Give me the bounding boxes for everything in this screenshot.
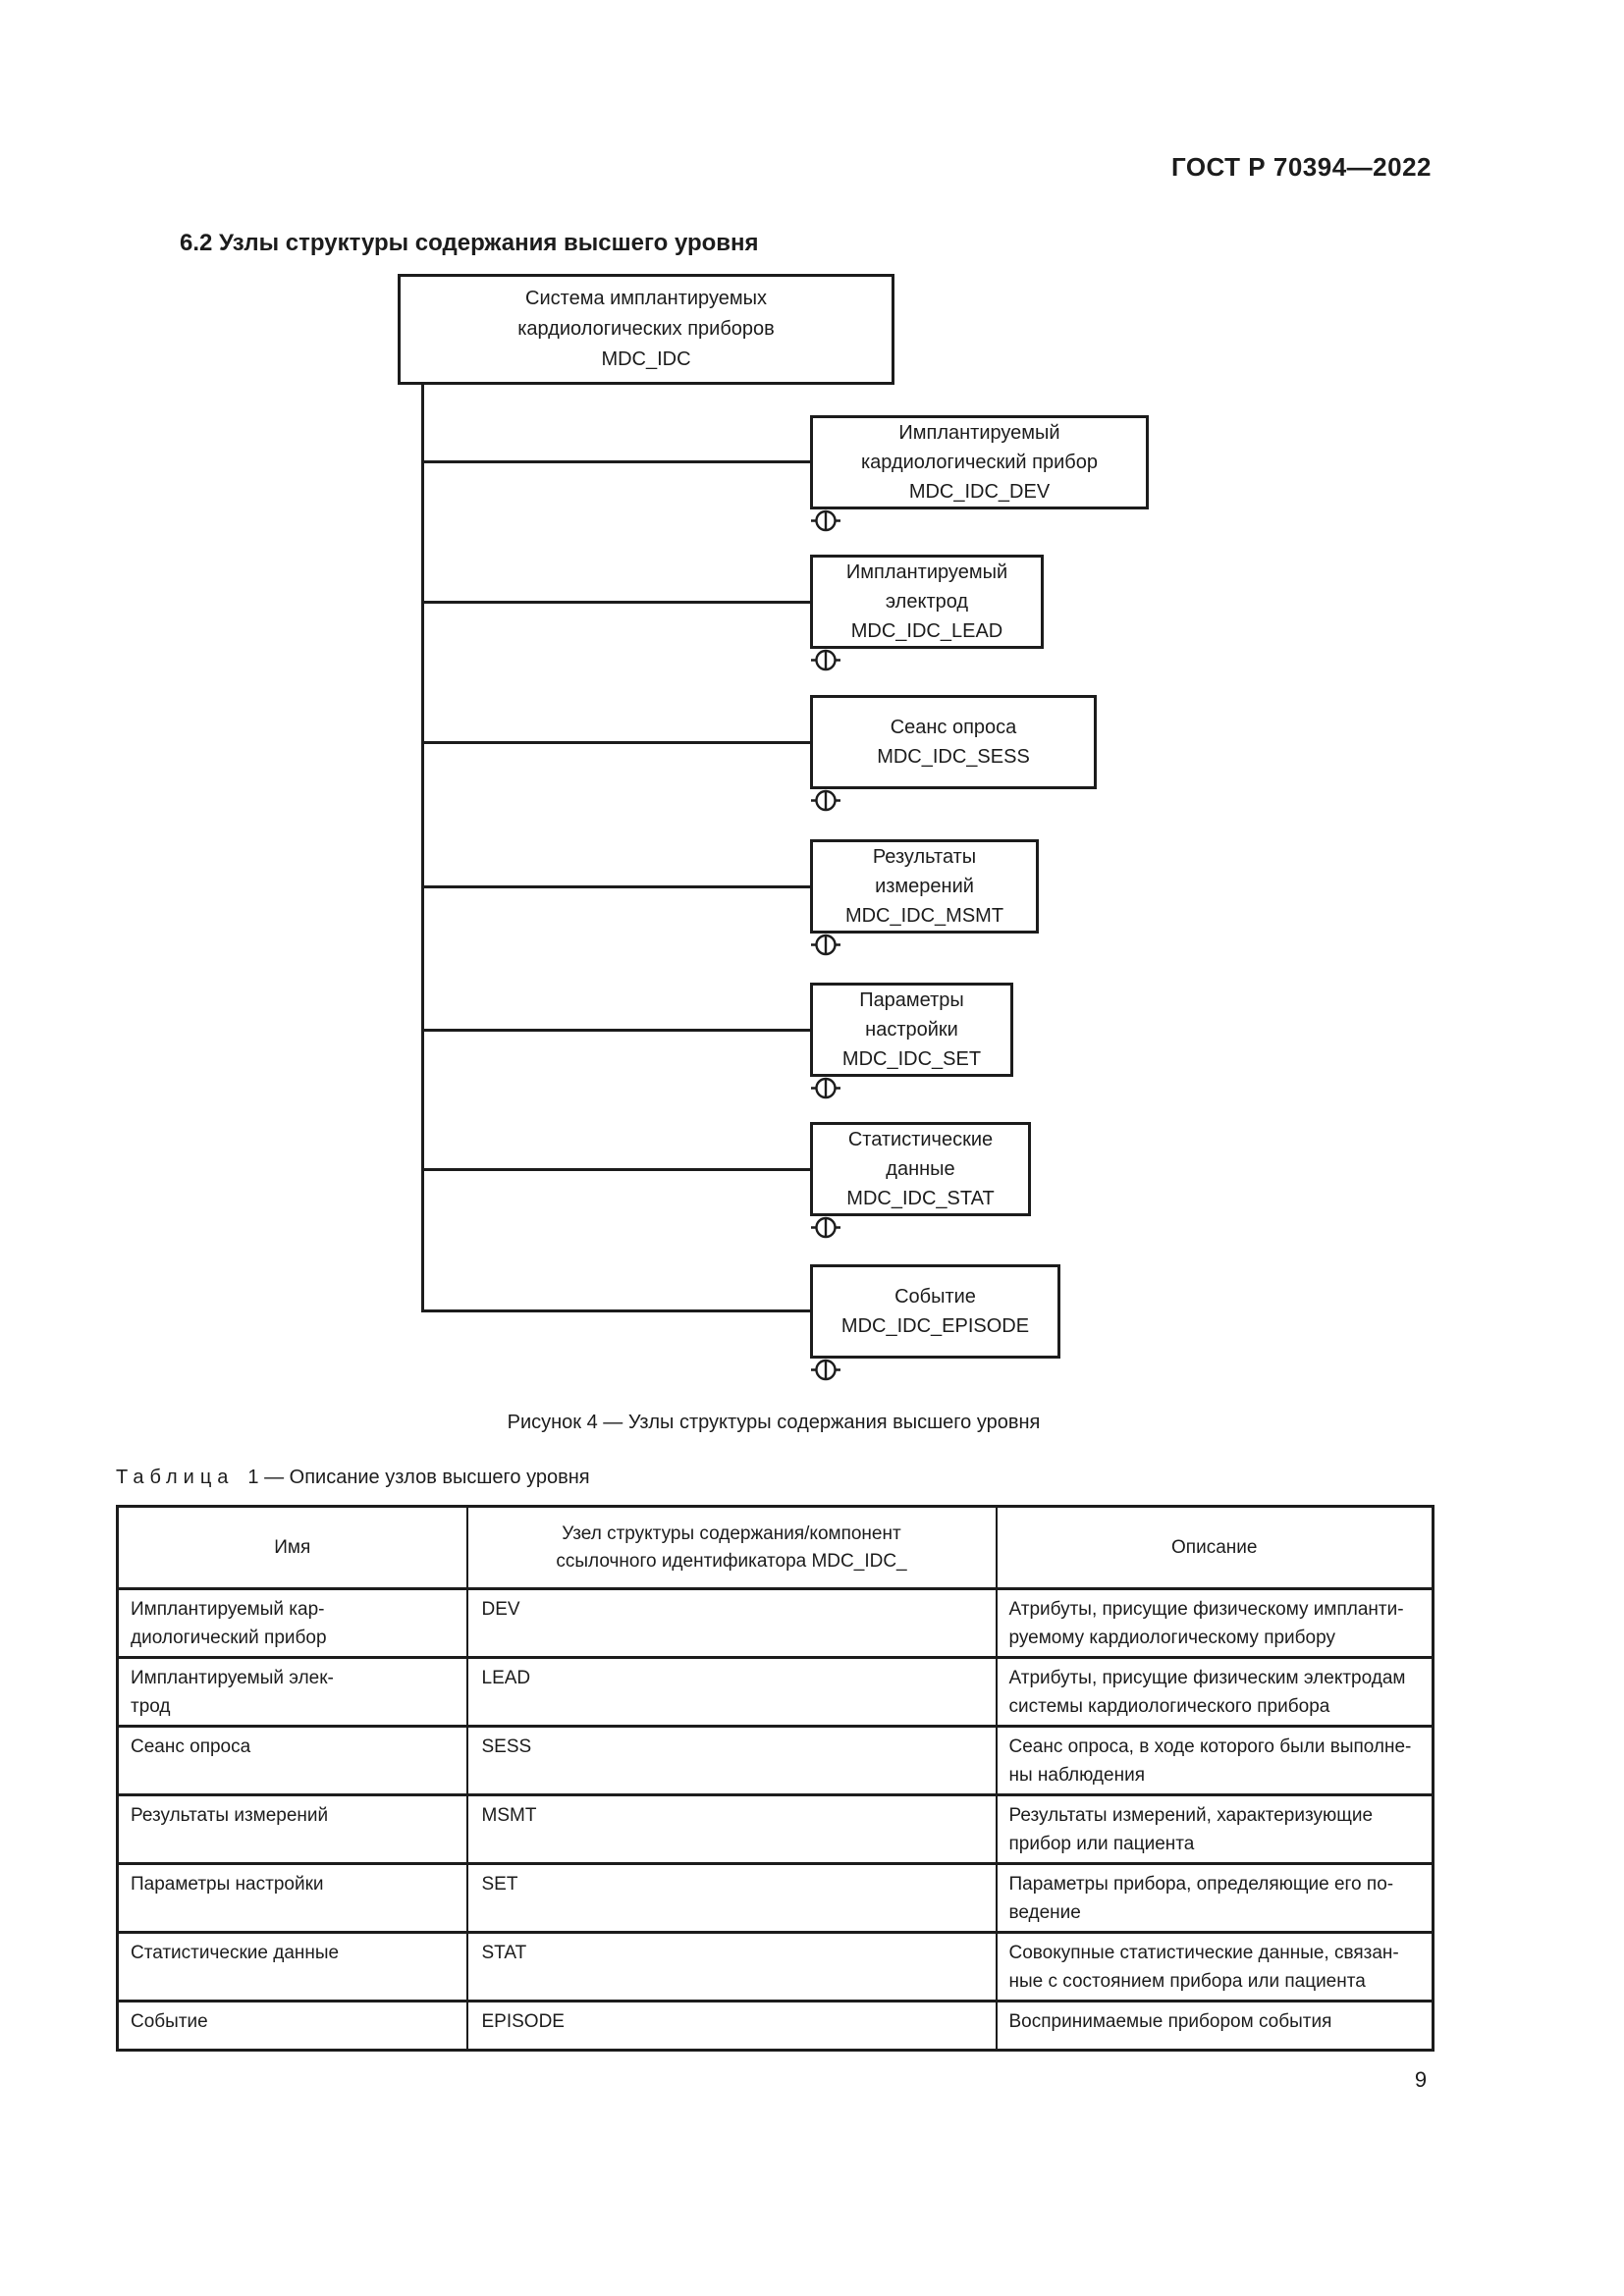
connector-branch-line: [421, 741, 810, 744]
figure-diagram: Система имплантируемых кардиологических …: [398, 274, 1149, 1381]
diagram-node-dev: Имплантируемый кардиологический прибор M…: [810, 415, 1149, 509]
diagram-node-set: Параметры настройки MDC_IDC_SET: [810, 983, 1013, 1077]
column-header-node: Узел структуры содержания/компонент ссыл…: [465, 1505, 998, 1590]
connector-branch-line: [421, 1309, 810, 1312]
table-row-lead: Имплантируемый элек- трод LEAD Атрибуты,…: [116, 1656, 1435, 1728]
aggregation-plus-icon: [811, 509, 840, 532]
description-table: Имя Узел структуры содержания/компонент …: [116, 1505, 1435, 2052]
column-header-description: Описание: [995, 1505, 1435, 1590]
name-cell: Имплантируемый кар- диологический прибор: [116, 1587, 468, 1659]
description-cell: Атрибуты, присущие физическим электродам…: [995, 1656, 1435, 1728]
aggregation-plus-icon: [811, 1359, 840, 1381]
diagram-node-lead: Имплантируемый электрод MDC_IDC_LEAD: [810, 555, 1044, 649]
aggregation-plus-icon: [811, 934, 840, 956]
node-name: Событие: [894, 1286, 976, 1308]
diagram-node-msmt: Результаты измерений MDC_IDC_MSMT: [810, 839, 1039, 934]
table-caption-text: 1 — Описание узлов высшего уровня: [247, 1467, 590, 1488]
table-row-dev: Имплантируемый кар- диологический прибор…: [116, 1587, 1435, 1659]
node-cell: LEAD: [465, 1656, 998, 1728]
section-title: 6.2 Узлы структуры содержания высшего ур…: [180, 230, 759, 256]
aggregation-plus-icon: [811, 789, 840, 812]
name-cell: Сеанс опроса: [116, 1725, 468, 1796]
table-row-msmt: Результаты измерений MSMT Результаты изм…: [116, 1793, 1435, 1865]
node-code: MDC_IDC_MSMT: [844, 905, 1004, 927]
node-code: MDC_IDC_LEAD: [850, 620, 1003, 642]
name-cell: Статистические данные: [116, 1931, 468, 2002]
description-cell: Атрибуты, присущие физическому импланти-…: [995, 1587, 1435, 1659]
diagram-node-stat: Статистические данные MDC_IDC_STAT: [810, 1122, 1031, 1216]
node-cell: SESS: [465, 1725, 998, 1796]
name-cell: Результаты измерений: [116, 1793, 468, 1865]
connector-branch-line: [421, 885, 810, 888]
table-row-episode: Событие EPISODE Воспринимаемые прибором …: [116, 2000, 1435, 2052]
description-cell: Результаты измерений, характеризующие пр…: [995, 1793, 1435, 1865]
node-name: Статистические данные: [847, 1129, 994, 1180]
description-cell: Воспринимаемые прибором события: [995, 2000, 1435, 2052]
connector-branch-line: [421, 1168, 810, 1171]
page-number: 9: [1414, 2067, 1428, 2092]
node-code: MDC_IDC_STAT: [846, 1188, 995, 1209]
table-row-set: Параметры настройки SET Параметры прибор…: [116, 1862, 1435, 1934]
node-cell: EPISODE: [465, 2000, 998, 2052]
node-name: Параметры настройки: [859, 989, 964, 1041]
connector-branch-line: [421, 601, 810, 604]
column-header-name: Имя: [116, 1505, 468, 1590]
name-cell: Параметры настройки: [116, 1862, 468, 1934]
node-name: Сеанс опроса: [890, 717, 1017, 738]
connector-branch-line: [421, 460, 810, 463]
node-cell: DEV: [465, 1587, 998, 1659]
name-cell: Имплантируемый элек- трод: [116, 1656, 468, 1728]
aggregation-plus-icon: [811, 649, 840, 671]
diagram-node-root: Система имплантируемых кардиологических …: [398, 274, 894, 385]
node-code: MDC_IDC: [601, 348, 691, 370]
node-name: Система имплантируемых кардиологических …: [517, 288, 775, 340]
aggregation-plus-icon: [811, 1077, 840, 1099]
name-cell: Событие: [116, 2000, 468, 2052]
table-row-sess: Сеанс опроса SESS Сеанс опроса, в ходе к…: [116, 1725, 1435, 1796]
node-name: Имплантируемый кардиологический прибор: [860, 422, 1098, 473]
node-code: MDC_IDC_EPISODE: [840, 1315, 1030, 1337]
node-name: Имплантируемый электрод: [845, 561, 1008, 613]
table-header-row: Имя Узел структуры содержания/компонент …: [116, 1505, 1435, 1590]
node-code: MDC_IDC_SET: [841, 1048, 982, 1070]
table-caption: Таблица 1 — Описание узлов высшего уровня: [116, 1467, 590, 1489]
description-cell: Совокупные статистические данные, связан…: [995, 1931, 1435, 2002]
node-cell: STAT: [465, 1931, 998, 2002]
table-caption-word: Таблица: [116, 1467, 235, 1488]
connector-trunk-line: [421, 383, 424, 1312]
description-cell: Параметры прибора, определяющие его по- …: [995, 1862, 1435, 1934]
node-cell: SET: [465, 1862, 998, 1934]
diagram-node-sess: Сеанс опроса MDC_IDC_SESS: [810, 695, 1097, 789]
table-row-stat: Статистические данные STAT Совокупные ст…: [116, 1931, 1435, 2002]
node-code: MDC_IDC_DEV: [908, 481, 1051, 503]
connector-branch-line: [421, 1029, 810, 1032]
node-name: Результаты измерений: [872, 846, 977, 897]
figure-caption: Рисунок 4 — Узлы структуры содержания вы…: [507, 1412, 1041, 1433]
node-cell: MSMT: [465, 1793, 998, 1865]
running-header: ГОСТ Р 70394—2022: [1170, 152, 1432, 182]
diagram-node-episode: Событие MDC_IDC_EPISODE: [810, 1264, 1060, 1359]
node-code: MDC_IDC_SESS: [877, 746, 1030, 768]
description-cell: Сеанс опроса, в ходе которого были выпол…: [995, 1725, 1435, 1796]
aggregation-plus-icon: [811, 1216, 840, 1239]
